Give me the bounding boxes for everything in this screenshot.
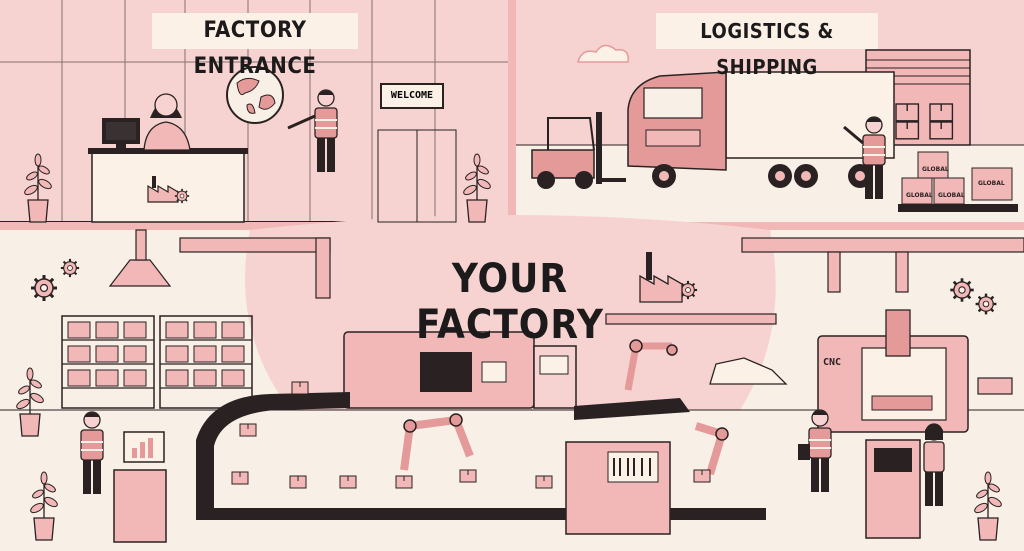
receptionist <box>143 93 191 151</box>
control-panel <box>865 439 921 539</box>
box-label: GLOBAL <box>978 180 1005 187</box>
storage-shelves <box>61 315 253 409</box>
car-frame <box>709 357 788 385</box>
factory-icon <box>147 176 190 204</box>
cnc-machine <box>817 309 1013 433</box>
truck-icon <box>627 71 895 188</box>
box-label: GLOBAL <box>906 192 933 199</box>
monitor-icon <box>102 118 140 150</box>
robot-arm-icon <box>400 339 729 476</box>
technician-worker <box>923 423 945 506</box>
terminal-station <box>113 431 167 543</box>
box-label: GLOBAL <box>938 192 965 199</box>
welcome-sign: WELCOME <box>380 83 444 109</box>
box-label: GLOBAL <box>922 166 949 173</box>
supervisor-worker <box>798 409 832 493</box>
factory-title: YOUR FACTORY <box>416 256 604 348</box>
shipping-label: LOGISTICS & SHIPPING <box>656 13 878 79</box>
pipes <box>108 229 1024 325</box>
shipping-boxes <box>898 151 1018 212</box>
globe-icon <box>226 66 284 124</box>
greeter-worker <box>287 89 338 173</box>
factory-icon <box>639 252 683 303</box>
conveyor-belt <box>196 381 766 535</box>
shipping-worker <box>843 116 886 200</box>
entrance-label: FACTORY ENTRANCE <box>152 13 358 79</box>
forklift-icon <box>531 112 626 189</box>
cnc-label: CNC <box>823 357 842 368</box>
assembly-machine <box>343 331 577 409</box>
